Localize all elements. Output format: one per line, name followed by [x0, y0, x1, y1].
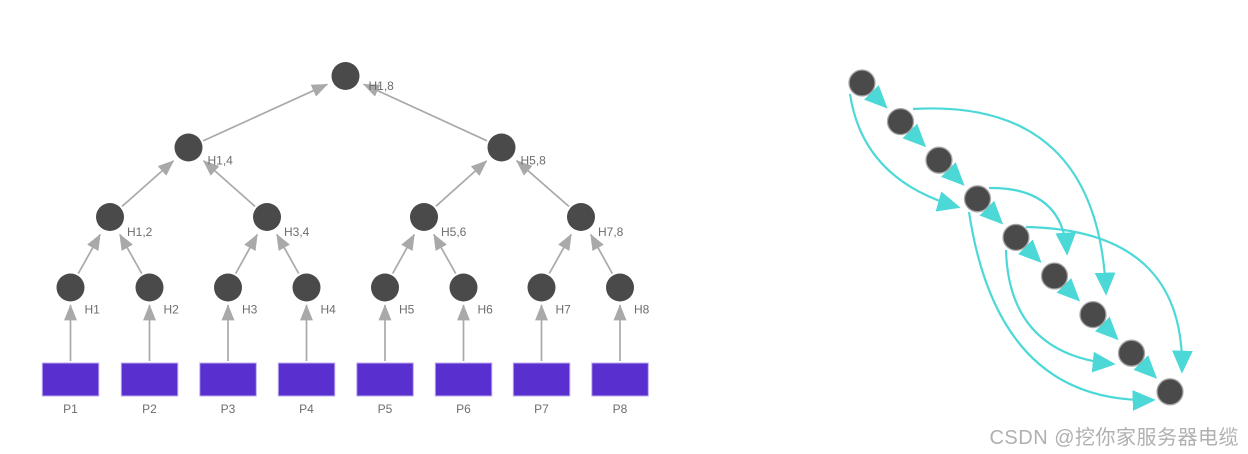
- piece-label: P7: [534, 402, 549, 416]
- tree-edge-arrow: [589, 233, 614, 274]
- piece-label: P5: [378, 402, 393, 416]
- chain-next-arrow: [1017, 239, 1042, 264]
- merkle-node: [371, 273, 399, 302]
- merkle-node-label: H1,8: [369, 79, 395, 93]
- piece-label: P4: [299, 402, 314, 416]
- merkle-node-label: H6: [478, 303, 494, 317]
- tree-edge-arrow: [515, 160, 570, 208]
- chain-next-arrow: [1133, 355, 1158, 379]
- merkle-node: [214, 273, 242, 302]
- chain-node: [1040, 262, 1069, 290]
- tree-edge-arrow: [548, 233, 572, 274]
- merkle-node: [96, 203, 124, 231]
- piece-block: [356, 362, 414, 397]
- watermark-text: CSDN @挖你家服务器电缆: [989, 427, 1239, 449]
- piece-label: P1: [63, 402, 78, 416]
- piece-label: P2: [142, 402, 157, 416]
- merkle-node: [174, 133, 203, 162]
- merkle-node-label: H5: [399, 303, 415, 317]
- tree-edge-arrow: [276, 233, 300, 274]
- piece-block: [591, 362, 649, 397]
- piece-block: [277, 362, 336, 397]
- merkle-node: [449, 273, 478, 302]
- merkle-node: [567, 203, 595, 231]
- chain-skip-arc: [848, 93, 961, 212]
- chain-node: [1117, 339, 1146, 367]
- chain-next-arrow: [1094, 316, 1119, 341]
- merkle-node: [487, 133, 516, 162]
- merkle-node: [606, 273, 634, 302]
- merkle-node: [527, 273, 556, 302]
- piece-block: [434, 362, 493, 397]
- merkle-node-label: H7: [556, 303, 572, 317]
- piece-label: P6: [456, 402, 471, 416]
- merkle-node-label: H1,2: [127, 225, 153, 239]
- merkle-node-label: H8: [634, 303, 650, 317]
- merkle-node-label: H3,4: [284, 225, 310, 239]
- merkle-node: [135, 273, 164, 302]
- tree-edge-arrow: [202, 83, 329, 142]
- merkle-node-label: H3: [242, 303, 258, 317]
- chain-next-arrow: [979, 200, 1004, 225]
- chain-node: [1156, 378, 1184, 406]
- chain-node: [1002, 223, 1030, 252]
- merkle-node-label: H7,8: [598, 225, 624, 239]
- merkle-node: [410, 203, 438, 231]
- chain-node: [1079, 300, 1107, 329]
- piece-label: P3: [221, 402, 236, 416]
- chain-node: [963, 185, 992, 213]
- tree-edge-arrow: [391, 233, 416, 274]
- chain-node: [886, 107, 915, 136]
- merkle-node-label: H1,4: [208, 154, 234, 168]
- chain-skip-arc: [1025, 225, 1193, 374]
- tree-edge-arrow: [121, 160, 175, 208]
- chain-next-arrow: [940, 162, 965, 186]
- merkle-node-label: H5,8: [521, 154, 547, 168]
- merkle-node: [253, 203, 281, 231]
- chain-skip-arc: [988, 186, 1077, 256]
- merkle-node: [292, 273, 321, 302]
- chain-node: [848, 69, 876, 97]
- tree-edge-arrow: [202, 160, 256, 208]
- chain-next-arrow: [863, 84, 888, 109]
- chain-skip-arc: [1004, 249, 1116, 373]
- piece-block: [120, 362, 179, 397]
- piece-block: [199, 362, 257, 397]
- skip-chain-diagram: [848, 69, 1193, 411]
- chain-skip-arc: [967, 211, 1156, 411]
- merkle-tree-diagram: P1 P2 P3 P4 P5 P6 P7 P8 H1,8H1,4 H5,8H1,2 H3,4 H5,6…: [41, 62, 650, 416]
- chain-next-arrow: [902, 123, 927, 148]
- chain-skip-arc: [912, 107, 1116, 296]
- chain-next-arrow: [1056, 277, 1081, 302]
- chain-node: [925, 146, 953, 174]
- merkle-node: [331, 62, 360, 90]
- piece-label: P8: [613, 402, 628, 416]
- tree-edge-arrow: [234, 233, 259, 274]
- merkle-node-label: H5,6: [441, 225, 467, 239]
- merkle-node-label: H1: [85, 303, 101, 317]
- tree-edge-arrow: [435, 160, 488, 207]
- piece-block: [512, 362, 571, 397]
- tree-edge-arrow: [119, 233, 143, 274]
- piece-block: [41, 362, 100, 397]
- tree-edge-arrow: [362, 83, 488, 142]
- tree-edge-arrow: [433, 233, 457, 274]
- tree-edge-arrow: [77, 233, 101, 274]
- merkle-node-label: H4: [321, 303, 337, 317]
- merkle-node-label: H2: [164, 303, 180, 317]
- merkle-node: [56, 273, 85, 302]
